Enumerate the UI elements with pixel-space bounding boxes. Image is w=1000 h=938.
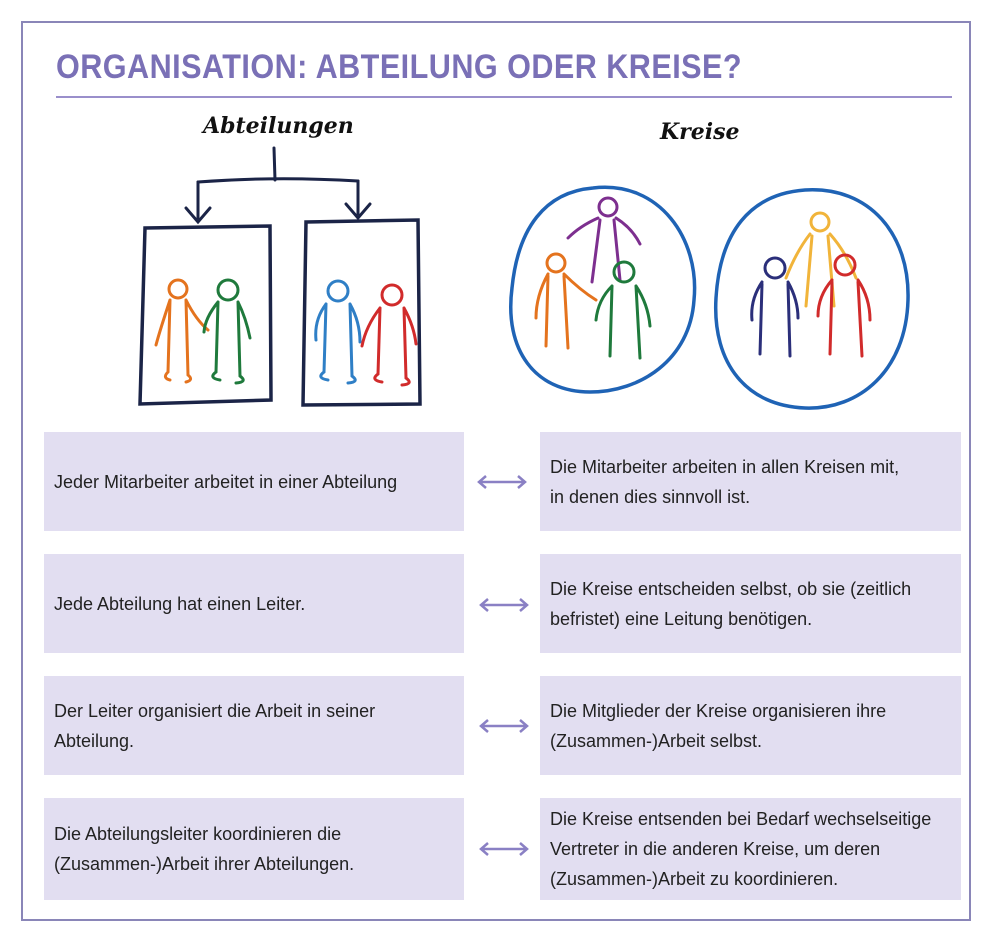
row-2-left-box: Jede Abteilung hat einen Leiter. (44, 554, 464, 653)
row-1-left-text: Jeder Mitarbeiter arbeitet in einer Abte… (54, 471, 398, 492)
title-divider (56, 96, 952, 98)
figure-blue-left (314, 279, 362, 385)
row-1-right-text: Die Mitarbeiter arbeiten in allen Kreise… (550, 456, 900, 507)
department-box-left (138, 224, 273, 406)
outer-frame (21, 21, 971, 921)
row-3-left-box: Der Leiter organisiert die Arbeit in sei… (44, 676, 464, 775)
circle-group-one (509, 185, 697, 394)
row-3-right-text: Die Mitglieder der Kreise organisieren i… (550, 700, 887, 751)
bidirectional-arrow-icon (479, 842, 529, 856)
figure-orange-circle (534, 252, 598, 350)
figure-purple-circle (566, 196, 642, 284)
figure-orange-left (154, 278, 210, 384)
row-1-left-box: Jeder Mitarbeiter arbeitet in einer Abte… (44, 432, 464, 531)
bidirectional-arrow-icon (477, 475, 527, 489)
row-4-right-text: Die Kreise entsenden bei Bedarf wechsels… (550, 809, 932, 889)
row-2-right-box: Die Kreise entscheiden selbst, ob sie (z… (540, 554, 961, 653)
circle-group-two (713, 188, 910, 410)
row-4-left-box: Die Abteilungsleiter koordinieren die (Z… (44, 798, 464, 900)
bidirectional-arrow-icon (479, 598, 529, 612)
org-chart-connector (184, 146, 372, 225)
row-1-right-box: Die Mitarbeiter arbeiten in allen Kreise… (540, 432, 961, 531)
page-title: ORGANISATION: ABTEILUNG ODER KREISE? (56, 48, 743, 86)
department-box-right (301, 218, 422, 407)
row-4-left-text: Die Abteilungsleiter koordinieren die (Z… (54, 824, 355, 874)
figure-red-left (360, 283, 418, 387)
row-2-left-text: Jede Abteilung hat einen Leiter. (54, 593, 306, 614)
figure-green-left (202, 278, 252, 385)
row-4-right-box: Die Kreise entsenden bei Bedarf wechsels… (540, 798, 961, 900)
figure-green-circle (594, 260, 652, 360)
figure-navy-circle (750, 256, 800, 358)
row-3-left-text: Der Leiter organisiert die Arbeit in sei… (54, 700, 376, 751)
figure-yellow-circle (784, 211, 858, 308)
row-3-right-box: Die Mitglieder der Kreise organisieren i… (540, 676, 961, 775)
figure-red-circle (816, 253, 872, 358)
heading-abteilungen: Abteilungen (203, 113, 354, 139)
row-2-right-text: Die Kreise entscheiden selbst, ob sie (z… (550, 578, 912, 629)
heading-kreise: Kreise (660, 119, 740, 145)
bidirectional-arrow-icon (479, 719, 529, 733)
